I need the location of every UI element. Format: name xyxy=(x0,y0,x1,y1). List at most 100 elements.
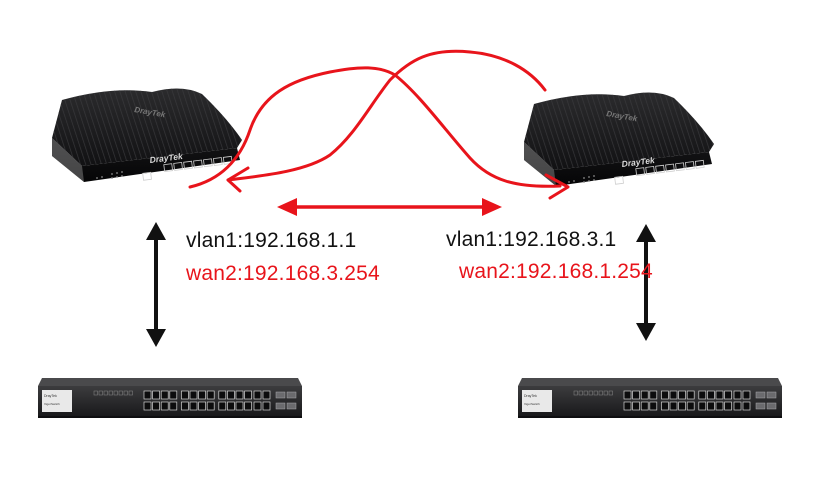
switch-port xyxy=(206,401,215,411)
switch-combo-port xyxy=(253,390,262,400)
switch-port xyxy=(632,401,640,411)
switch-port xyxy=(143,401,152,411)
switch-port xyxy=(678,401,686,411)
switch-port xyxy=(189,401,198,411)
switch-ports xyxy=(93,390,297,411)
switch-port xyxy=(169,401,178,411)
switch-port xyxy=(152,401,160,411)
switch-port xyxy=(218,390,227,400)
switch-port xyxy=(169,390,178,400)
switch-port xyxy=(678,390,686,400)
switch-sfp-port xyxy=(275,402,286,410)
switch-left: DrayTek VigorSwitch xyxy=(38,378,302,418)
switch-led xyxy=(593,390,598,396)
switch-led xyxy=(603,390,608,396)
switch-led xyxy=(588,390,593,396)
arrowhead-down-icon xyxy=(636,323,656,341)
switch-port xyxy=(724,401,732,411)
red-curve-arrowhead-right xyxy=(544,173,570,200)
switch-port xyxy=(218,401,227,411)
switch-port xyxy=(152,390,160,400)
switch-sfp-port xyxy=(755,391,766,399)
switch-port xyxy=(189,390,198,400)
switch-brand: DrayTek xyxy=(524,394,537,398)
switch-port xyxy=(715,401,724,411)
switch-right: DrayTek VigorSwitch xyxy=(518,378,782,418)
router-lan-ports xyxy=(614,159,705,185)
switch-label-plate xyxy=(522,390,552,412)
red-double-arrow xyxy=(277,198,502,216)
switch-port xyxy=(143,390,152,400)
switch-port xyxy=(206,390,215,400)
switch-led xyxy=(98,390,103,396)
router-left: DrayTek DrayTek xyxy=(52,88,242,182)
right-vlan-label: vlan1:192.168.3.1 xyxy=(446,228,617,251)
router-status-leds xyxy=(96,171,123,179)
switch-port xyxy=(649,390,658,400)
switch-port xyxy=(649,401,658,411)
switch-combo-port xyxy=(262,390,271,400)
switch-port xyxy=(640,401,649,411)
switch-port xyxy=(160,401,169,411)
switch-port xyxy=(181,401,189,411)
red-curve-right-to-left xyxy=(226,49,547,182)
switch-port xyxy=(181,390,189,400)
switch-port xyxy=(227,401,235,411)
switch-combo-port xyxy=(742,401,751,411)
switch-sfp-port xyxy=(766,391,777,399)
switch-port xyxy=(661,390,669,400)
router-front-logo: DrayTek xyxy=(621,155,656,169)
switch-led xyxy=(108,390,113,396)
switch-sfp-port xyxy=(766,402,777,410)
switch-port xyxy=(244,390,252,400)
switch-port xyxy=(623,401,632,411)
switch-led xyxy=(608,390,613,396)
switch-led xyxy=(103,390,108,396)
switch-port xyxy=(198,401,206,411)
router-front-panel xyxy=(524,142,712,186)
arrowhead-left-icon xyxy=(277,198,297,216)
switch-port xyxy=(244,401,252,411)
switch-led xyxy=(123,390,128,396)
switch-port xyxy=(686,401,695,411)
switch-led xyxy=(93,390,98,396)
switch-port xyxy=(707,401,715,411)
switch-led xyxy=(578,390,583,396)
switch-led xyxy=(113,390,118,396)
switch-combo-port xyxy=(742,390,751,400)
router-status-leds xyxy=(568,175,595,183)
switch-port xyxy=(227,390,235,400)
router-front-panel xyxy=(52,138,240,182)
switch-port xyxy=(160,390,169,400)
switch-ports xyxy=(573,390,777,411)
switch-port xyxy=(198,390,206,400)
black-arrow-left xyxy=(146,222,166,347)
switch-sfp-port xyxy=(275,391,286,399)
switch-sfp-port xyxy=(286,391,297,399)
switch-port xyxy=(715,390,724,400)
switch-port xyxy=(632,390,640,400)
switch-led xyxy=(118,390,123,396)
switch-port xyxy=(686,390,695,400)
switch-port xyxy=(698,401,707,411)
switch-port xyxy=(623,390,632,400)
switch-combo-port xyxy=(733,390,742,400)
switch-model: VigorSwitch xyxy=(524,402,540,406)
switch-led xyxy=(598,390,603,396)
switch-port xyxy=(698,390,707,400)
switch-combo-port xyxy=(253,401,262,411)
switch-brand: DrayTek xyxy=(44,394,57,398)
switch-sfp-port xyxy=(755,402,766,410)
red-curve-arrowhead-left xyxy=(226,166,250,193)
switch-combo-port xyxy=(262,401,271,411)
right-wan-label: wan2:192.168.1.254 xyxy=(459,260,653,283)
left-vlan-label: vlan1:192.168.1.1 xyxy=(186,229,357,252)
left-wan-label: wan2:192.168.3.254 xyxy=(186,262,380,285)
switch-port xyxy=(235,401,244,411)
switch-port xyxy=(661,401,669,411)
red-curve-left-to-right xyxy=(188,66,562,189)
switch-led xyxy=(573,390,578,396)
router-right: DrayTek DrayTek xyxy=(524,92,714,186)
